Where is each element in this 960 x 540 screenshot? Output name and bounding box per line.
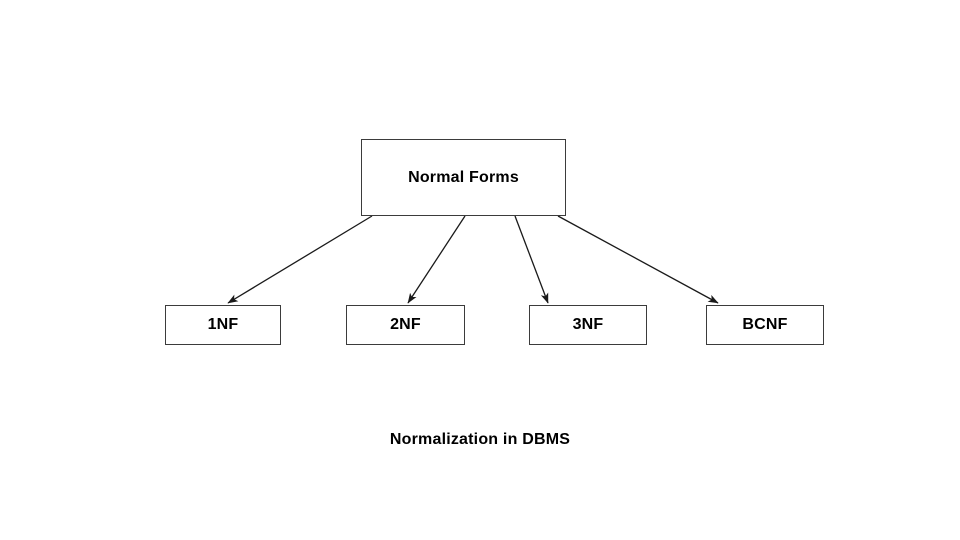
node-2nf: 2NF <box>346 305 465 345</box>
edge-normal-forms-to-3nf <box>514 215 549 304</box>
edge-normal-forms-to-2nf <box>407 215 466 304</box>
diagram-caption: Normalization in DBMS <box>389 431 571 448</box>
node-label-3nf: 3NF <box>572 316 604 333</box>
node-1nf: 1NF <box>165 305 281 345</box>
node-bcnf: BCNF <box>706 305 824 345</box>
node-label-bcnf: BCNF <box>742 316 788 333</box>
edge-normal-forms-to-1nf <box>227 215 373 304</box>
node-label-normal-forms: Normal Forms <box>408 168 519 186</box>
node-normal-forms: Normal Forms <box>361 139 566 216</box>
node-label-1nf: 1NF <box>207 316 239 333</box>
node-label-2nf: 2NF <box>390 316 421 333</box>
edge-normal-forms-to-bcnf <box>557 215 719 304</box>
node-3nf: 3NF <box>529 305 647 345</box>
